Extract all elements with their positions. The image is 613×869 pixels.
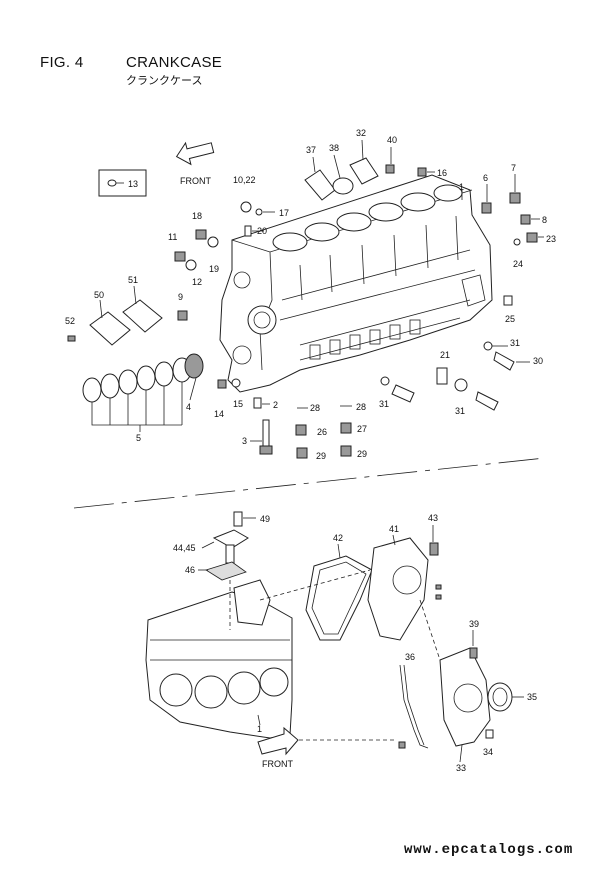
callout-28-left: 28 <box>310 403 320 413</box>
callout-4: 4 <box>186 402 191 412</box>
block-ribs <box>279 215 476 361</box>
callout-29-left: 29 <box>316 451 326 461</box>
timing-cover-parts: 36 33 34 35 39 <box>292 599 537 773</box>
callout-9: 9 <box>178 292 183 302</box>
callout-13: 13 <box>128 179 138 189</box>
callout-27: 27 <box>357 424 367 434</box>
plugs-left: 11 12 18 19 9 14 15 2 <box>168 211 278 419</box>
footer-watermark: www.epcatalogs.com <box>404 842 574 858</box>
callout-14: 14 <box>214 409 224 419</box>
callout-10-22: 10,22 <box>233 175 256 185</box>
callout-12: 12 <box>192 277 202 287</box>
callout-21: 21 <box>440 350 450 360</box>
callout-6: 6 <box>483 173 488 183</box>
callout-15: 15 <box>233 399 243 409</box>
callout-31-right: 31 <box>510 338 520 348</box>
lower-fittings: 3 28 28 26 27 29 29 <box>242 402 367 461</box>
callout-2: 2 <box>273 400 278 410</box>
crankcase-block-top <box>219 174 493 393</box>
callout-28-right: 28 <box>356 402 366 412</box>
gear-case-parts: 42 41 43 <box>259 513 442 641</box>
callout-5: 5 <box>136 433 141 443</box>
callout-20: 20 <box>257 226 267 236</box>
callout-42: 42 <box>333 533 343 543</box>
callout-44-45: 44,45 <box>173 543 196 553</box>
callout-7: 7 <box>511 163 516 173</box>
callout-17: 17 <box>279 208 289 218</box>
callout-46: 46 <box>185 565 195 575</box>
callout-49: 49 <box>260 514 270 524</box>
front-arrow-top: FRONT <box>175 141 215 186</box>
callout-31-left: 31 <box>379 399 389 409</box>
water-outlet-parts: 44,45 46 49 <box>173 511 270 630</box>
callout-1-top: 1 <box>459 182 464 192</box>
parts-above-block: 10,22 17 20 37 38 32 40 16 1 <box>233 128 464 237</box>
callout-3: 3 <box>242 436 247 446</box>
callout-8: 8 <box>542 215 547 225</box>
main-bearing-rings: 5 4 <box>82 353 204 443</box>
callout-26: 26 <box>317 427 327 437</box>
figure-number: FIG. 4 <box>40 54 84 71</box>
front-label-bottom: FRONT <box>262 759 293 769</box>
callout-36: 36 <box>405 652 415 662</box>
callout-43: 43 <box>428 513 438 523</box>
callout-38: 38 <box>329 143 339 153</box>
parts-right: 6 7 8 23 24 25 31 30 21 31 31 <box>379 163 556 416</box>
figure-title: CRANKCASE <box>126 54 223 71</box>
callout-30: 30 <box>533 356 543 366</box>
callout-52: 52 <box>65 316 75 326</box>
callout-18: 18 <box>192 211 202 221</box>
callout-24: 24 <box>513 259 523 269</box>
callout-34: 34 <box>483 747 493 757</box>
callout-40: 40 <box>387 135 397 145</box>
callout-1-bottom: 1 <box>257 724 262 734</box>
front-label-top: FRONT <box>180 176 211 186</box>
cylinder-bores <box>272 184 463 252</box>
callout-29-right: 29 <box>357 449 367 459</box>
front-arrow-bottom: FRONT <box>257 726 299 769</box>
callout-25: 25 <box>505 314 515 324</box>
callout-16: 16 <box>437 168 447 178</box>
crankcase-block-bottom: 1 <box>145 579 293 739</box>
callout-33: 33 <box>456 763 466 773</box>
part-13-box: 13 <box>98 169 147 197</box>
side-cover-parts: 50 51 52 <box>65 275 163 346</box>
callout-31-bottom: 31 <box>455 406 465 416</box>
callout-51: 51 <box>128 275 138 285</box>
callout-19: 19 <box>209 264 219 274</box>
callout-39: 39 <box>469 619 479 629</box>
callout-35: 35 <box>527 692 537 702</box>
callout-50: 50 <box>94 290 104 300</box>
callout-32: 32 <box>356 128 366 138</box>
callout-11: 11 <box>168 232 177 242</box>
callout-37: 37 <box>306 145 316 155</box>
figure-subtitle: クランクケース <box>126 74 203 87</box>
callout-41: 41 <box>389 524 399 534</box>
section-divider <box>73 457 546 509</box>
callout-23: 23 <box>546 234 556 244</box>
